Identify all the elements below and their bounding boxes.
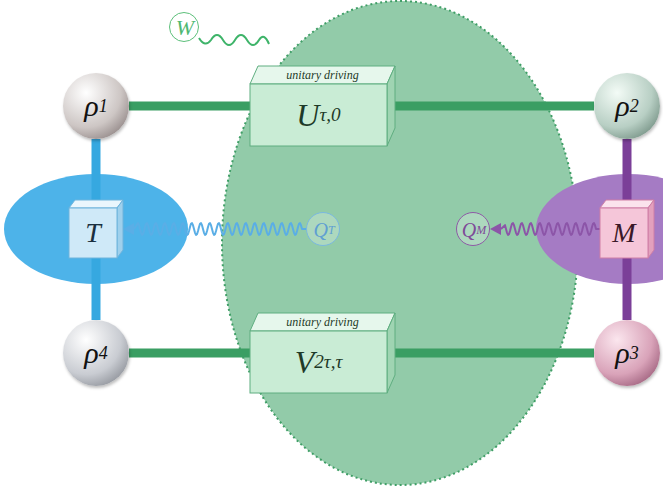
box-top-face [250, 313, 395, 331]
box-heading: unitary driving [254, 66, 391, 84]
box-front-face [69, 208, 117, 258]
box-front-face [250, 84, 387, 146]
heat-flow-arrow [123, 223, 306, 235]
operation-box: unitary drivingUτ,0 [250, 66, 395, 146]
energy-circle: W [169, 12, 199, 42]
bar-line [623, 139, 632, 200]
arrowhead [123, 223, 134, 235]
box-side-face [387, 66, 395, 146]
symbol-label: ρ3 [594, 320, 660, 386]
coupling-bar [395, 106, 594, 107]
symbol-label: V2τ,τ [250, 331, 387, 393]
bar-line [623, 258, 632, 320]
symbol-label: W [170, 13, 200, 43]
wavy-line [501, 223, 600, 235]
symbol-label: QT [307, 213, 341, 247]
state-sphere: ρ3 [594, 320, 660, 386]
symbol-label: T [69, 208, 117, 258]
symbol-label: QM [457, 213, 491, 247]
box-front-face [600, 208, 648, 258]
box-front-face [250, 331, 387, 393]
bar-line [92, 258, 101, 320]
box-top-face [250, 66, 395, 84]
operation-box: unitary drivingV2τ,τ [250, 313, 395, 393]
symbol-label: ρ2 [594, 73, 660, 139]
box-heading: unitary driving [254, 313, 391, 331]
wavy-line [134, 223, 306, 235]
heat-flow-arrow [490, 223, 600, 235]
energy-circle: QM [456, 212, 490, 246]
system-region [222, 1, 578, 485]
box-top-face [600, 200, 654, 208]
symbol-label: Uτ,0 [250, 84, 387, 146]
arrowhead [490, 223, 501, 235]
box-side-face [117, 200, 123, 258]
symbol-label: ρ1 [63, 73, 129, 139]
bar-line [92, 139, 101, 200]
box-side-face [387, 313, 395, 393]
energy-circle: QT [306, 212, 340, 246]
symbol-label: M [600, 208, 648, 258]
coupling-bar [96, 139, 97, 200]
box-side-face [648, 200, 654, 258]
symbol-label: ρ4 [63, 320, 129, 386]
coupling-bar [627, 258, 628, 320]
operation-box: T [69, 200, 123, 258]
state-sphere: ρ1 [63, 73, 129, 139]
operation-box: M [600, 200, 654, 258]
coupling-bar [129, 353, 250, 354]
coupling-bar [395, 353, 594, 354]
state-sphere: ρ2 [594, 73, 660, 139]
bar-line [395, 102, 594, 111]
work-squiggle [199, 35, 269, 45]
coupling-bar [129, 106, 250, 107]
box-top-face [69, 200, 123, 208]
bar-line [395, 349, 594, 358]
bar-line [129, 102, 250, 111]
bar-line [129, 349, 250, 358]
state-sphere: ρ4 [63, 320, 129, 386]
coupling-bar [96, 258, 97, 320]
coupling-bar [627, 139, 628, 200]
